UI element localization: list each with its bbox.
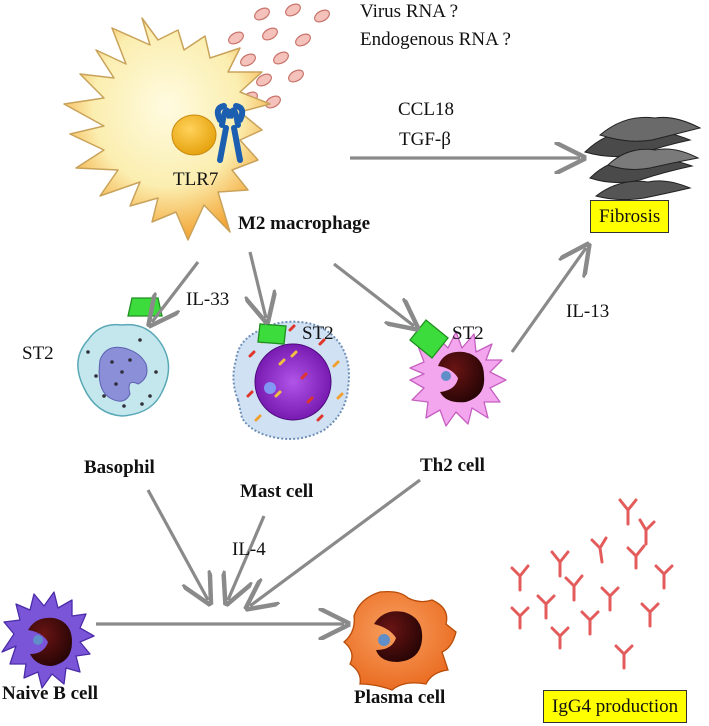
fibrosis-label-box: Fibrosis (590, 200, 670, 233)
naive-b-cell (1, 591, 95, 689)
tlr7-label: TLR7 (173, 169, 219, 190)
m2-macrophage-label: M2 macrophage (238, 213, 371, 234)
m2-macrophage-cell (63, 17, 271, 241)
arrow-basophil-to-center (146, 489, 208, 600)
il4-label: IL-4 (232, 539, 266, 560)
il33-label: IL-33 (186, 289, 230, 310)
tgf-beta-label: TGF-β (399, 129, 451, 150)
mast-cell-label: Mast cell (240, 481, 314, 502)
th2-cell (409, 319, 507, 427)
mast-cell (232, 320, 350, 440)
arrow-mast-to-center (228, 515, 266, 600)
fibroblast-cluster-icon (584, 116, 702, 201)
naive-b-cell-label: Naive B cell (2, 683, 99, 704)
plasma-cell-label: Plasma cell (354, 687, 446, 708)
virus-rna-label: Virus RNA ? (360, 1, 459, 22)
arrow-macrophage-to-basophil (152, 261, 200, 322)
igg4-production-label-box: IgG4 production (543, 690, 688, 723)
arrow-th2-to-fibrosis (510, 248, 586, 353)
plasma-cell (342, 590, 457, 691)
tlr7-receptor-icon (214, 103, 246, 163)
arrow-th2-to-center (250, 478, 421, 606)
st2-label-mast: ST2 (302, 323, 334, 344)
arrow-macrophage-to-mast (250, 251, 266, 318)
endogenous-rna-label: Endogenous RNA ? (360, 29, 511, 50)
arrow-macrophage-to-th2 (333, 262, 414, 326)
basophil-label: Basophil (84, 457, 155, 478)
il13-label: IL-13 (566, 301, 610, 322)
st2-label-basophil: ST2 (22, 343, 54, 364)
igg4-antibodies (510, 498, 674, 670)
st2-label-th2: ST2 (452, 323, 484, 344)
th2-cell-label: Th2 cell (420, 455, 485, 476)
ccl18-label: CCL18 (398, 99, 454, 120)
arrows (96, 158, 586, 624)
